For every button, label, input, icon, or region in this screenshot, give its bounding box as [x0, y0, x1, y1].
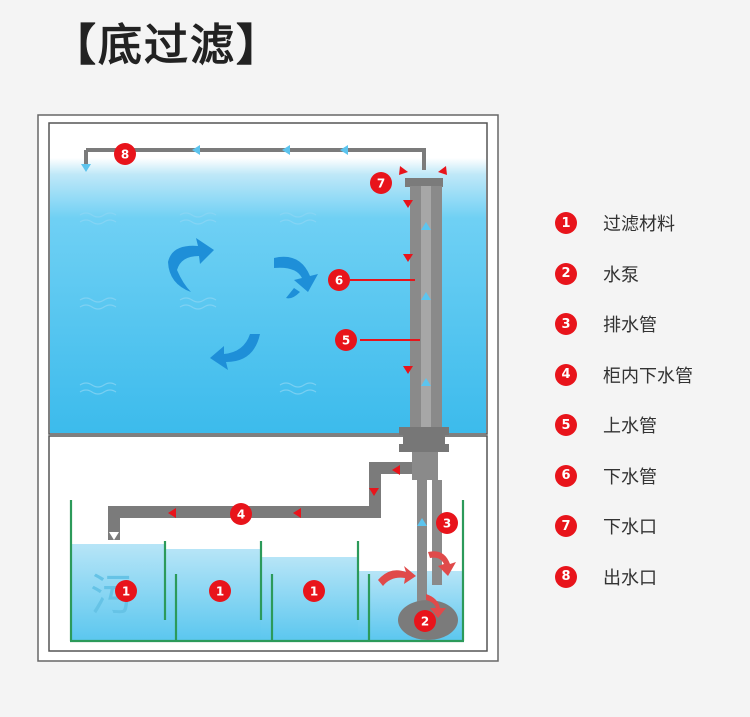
legend-label: 水泵: [603, 264, 639, 286]
legend-badge: 7: [555, 515, 577, 538]
page-title: 【底过滤】: [52, 20, 282, 71]
swirl-arrow-3: [210, 334, 260, 370]
sump-walls: [69, 500, 465, 643]
overflow-head: [405, 178, 443, 187]
svg-text:3: 3: [443, 517, 451, 531]
flow-arrows-blue: [81, 145, 431, 540]
legend-label: 下水口: [603, 517, 657, 539]
badge-media-2: 1: [209, 580, 231, 602]
legend-badge: 4: [555, 363, 577, 386]
up-pipe-inner: [421, 186, 431, 431]
badge-outlet: 8: [114, 143, 136, 165]
badge-drain-pipe: 3: [436, 512, 458, 534]
badge-down-pipe: 6: [328, 269, 350, 291]
badge-up-pipe: 5: [335, 329, 357, 351]
legend-badge: 3: [555, 313, 577, 336]
pipe-below-bulkhead: [412, 452, 438, 480]
legend-item: 1 过滤材料: [555, 198, 735, 249]
legend-label: 排水管: [603, 315, 657, 337]
svg-text:5: 5: [342, 334, 350, 348]
svg-text:7: 7: [377, 177, 385, 191]
svg-text:6: 6: [335, 274, 343, 288]
legend: 1 过滤材料 2 水泵 3 排水管 4 柜内下水管 5 上水管 6 下水管 7 …: [555, 198, 735, 602]
legend-badge: 5: [555, 414, 577, 437]
badge-drain-inlet: 7: [370, 172, 392, 194]
legend-item: 3 排水管: [555, 299, 735, 350]
drain-pipe: [432, 480, 442, 585]
swirl-arrow-2: [274, 256, 318, 299]
legend-item: 2 水泵: [555, 249, 735, 300]
badge-media-3: 1: [303, 580, 325, 602]
badge-media-1: 1: [115, 580, 137, 602]
legend-label: 出水口: [603, 567, 657, 589]
legend-label: 过滤材料: [603, 214, 675, 236]
circulation-arrows: [168, 238, 318, 370]
svg-text:8: 8: [121, 148, 129, 162]
svg-text:1: 1: [122, 585, 130, 599]
legend-item: 7 下水口: [555, 501, 735, 552]
legend-badge: 8: [555, 565, 577, 588]
legend-label: 柜内下水管: [603, 365, 693, 387]
legend-badge: 6: [555, 464, 577, 487]
legend-badge: 1: [555, 212, 577, 235]
badge-pump: 2: [414, 610, 436, 632]
svg-text:1: 1: [216, 585, 224, 599]
flow-arrows-red: [168, 166, 447, 518]
svg-text:1: 1: [310, 585, 318, 599]
legend-item: 6 下水管: [555, 451, 735, 502]
legend-badge: 2: [555, 262, 577, 285]
legend-label: 下水管: [603, 466, 657, 488]
legend-item: 4 柜内下水管: [555, 350, 735, 401]
svg-text:4: 4: [237, 508, 245, 522]
badge-cabinet-down-pipe: 4: [230, 503, 252, 525]
pump-up-pipe: [417, 480, 427, 605]
swirl-arrow-1: [168, 238, 214, 292]
wave-pattern: [79, 212, 317, 395]
bulkhead: [399, 427, 449, 452]
legend-label: 上水管: [603, 416, 657, 438]
svg-text:2: 2: [421, 615, 429, 629]
legend-item: 8 出水口: [555, 552, 735, 603]
legend-item: 5 上水管: [555, 400, 735, 451]
pump-swirl-arrows: [378, 551, 456, 618]
